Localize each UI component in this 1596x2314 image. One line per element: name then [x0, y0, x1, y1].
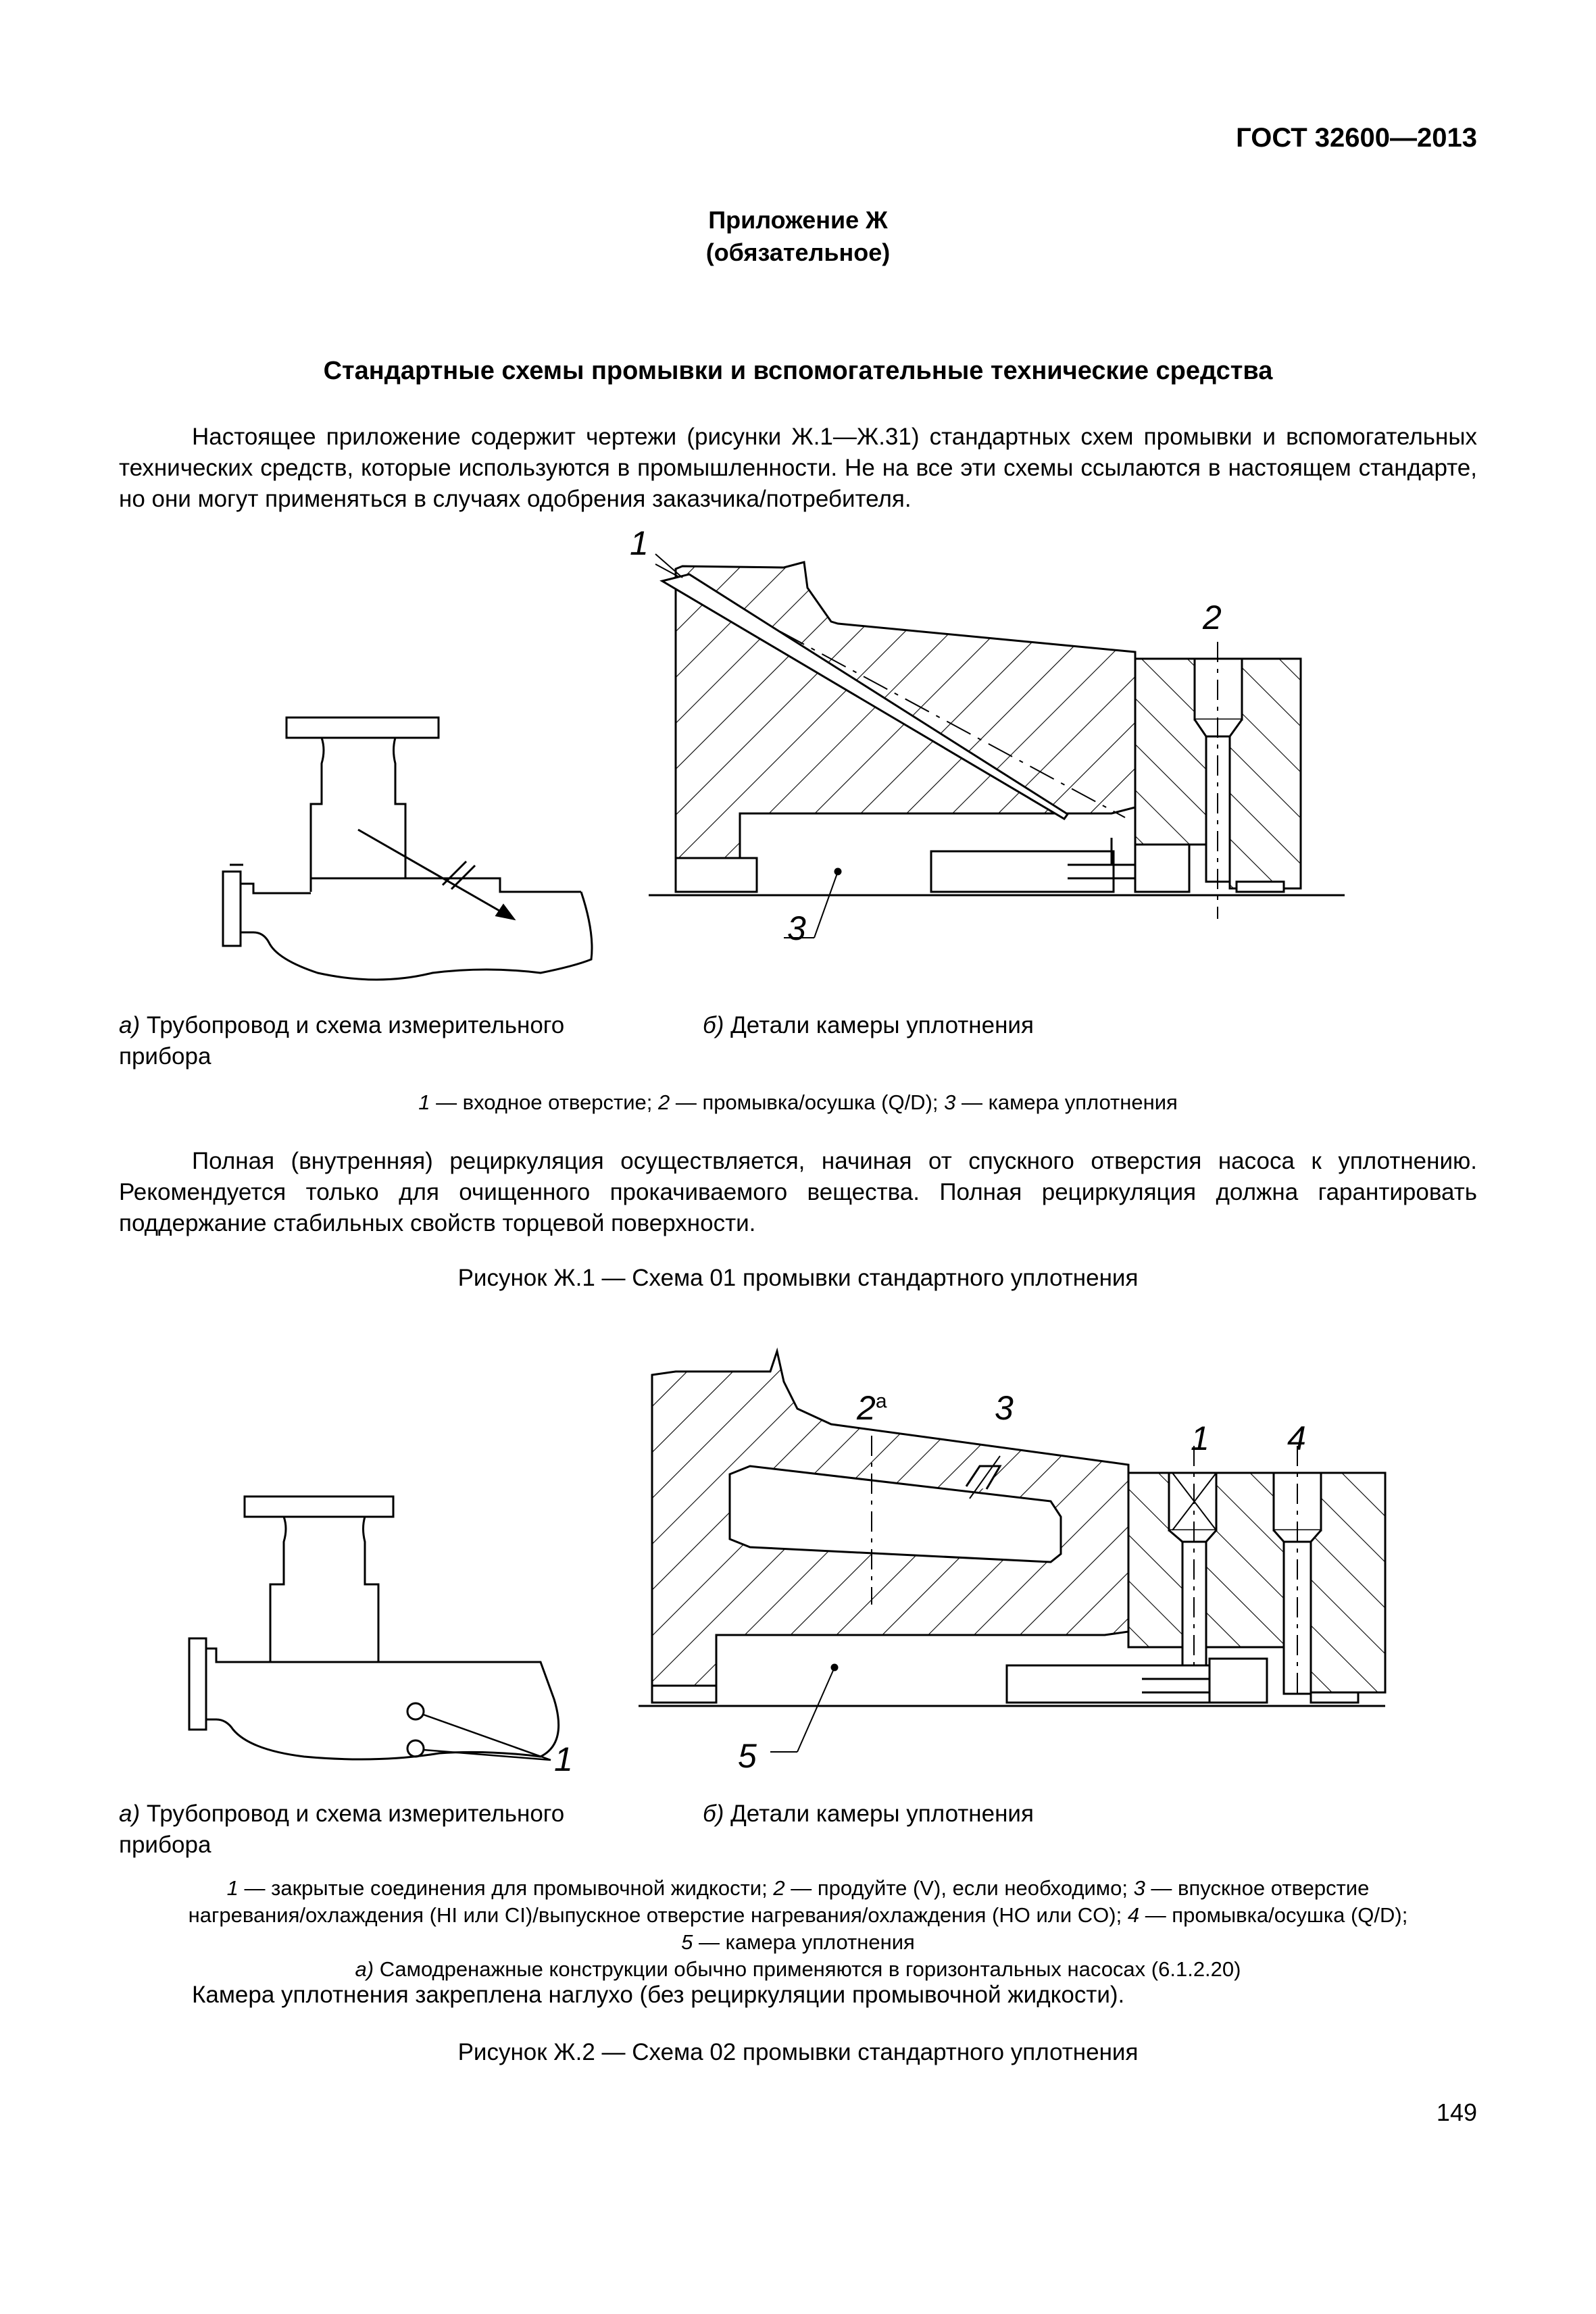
figure1-pipe-diagram	[222, 716, 593, 981]
fig2-description: Камера уплотнения закреплена наглухо (бе…	[192, 1982, 1125, 2008]
fig1-caption-a: а) Трубопровод и схема измерительного пр…	[119, 1012, 565, 1070]
fig1-legend: 1 — входное отверстие; 2 — промывка/осуш…	[418, 1090, 1178, 1114]
fig2-caption-b: б) Детали камеры уплотнения	[703, 1801, 1034, 1827]
fig2-legend-line2: нагревания/охлаждения (HI или CI)/выпуск…	[188, 1903, 1408, 1927]
fig2-label-2: 2а	[857, 1389, 887, 1427]
fig2-caption-a: а) Трубопровод и схема измерительного пр…	[119, 1801, 565, 1858]
fig2-footnote: а) Самодренажные конструкции обычно прим…	[355, 1957, 1241, 1981]
annex-status: (обязательное)	[705, 238, 891, 266]
figure2-drawing	[188, 1347, 1387, 1761]
fig1-label-3: 3	[787, 909, 806, 947]
fig1-title: Рисунок Ж.1 — Схема 01 промывки стандарт…	[457, 1265, 1139, 1291]
fig2-legend: 1 — закрытые соединения для промывочной …	[0, 1875, 1596, 1983]
fig2-label-4: 4	[1287, 1419, 1306, 1457]
fig1-label-1: 1	[630, 524, 649, 562]
fig1-caption-b: б) Детали камеры уплотнения	[703, 1012, 1034, 1038]
fig2-label-5: 5	[738, 1737, 757, 1775]
figure1-seal-chamber	[649, 553, 1345, 938]
document-id: ГОСТ 32600—2013	[1236, 123, 1477, 153]
fig2-label-1: 1	[1191, 1419, 1210, 1457]
fig2-title: Рисунок Ж.2 — Схема 02 промывки стандарт…	[457, 2039, 1139, 2065]
fig2-label-3: 3	[995, 1389, 1014, 1427]
figure2-seal-chamber	[639, 1347, 1387, 1753]
annex-title: Приложение Ж	[708, 206, 888, 234]
figure2-pipe-diagram	[188, 1495, 560, 1761]
section-title: Стандартные схемы промывки и вспомогател…	[323, 357, 1273, 385]
fig1-description: Полная (внутренняя) рециркуляция осущест…	[119, 1148, 1477, 1236]
fig1-label-2: 2	[1203, 599, 1222, 636]
figure1-drawing	[222, 553, 1345, 981]
page-number: 149	[1436, 2098, 1477, 2126]
fig2-legend-line1: 1 — закрытые соединения для промывочной …	[226, 1876, 1370, 1900]
fig2-label-1-pipe: 1	[554, 1740, 573, 1778]
fig2-legend-line3: 5 — камера уплотнения	[681, 1930, 915, 1954]
intro-paragraph: Настоящее приложение содержит чертежи (р…	[119, 424, 1477, 512]
annex-heading: Приложение Ж (обязательное)	[0, 204, 1596, 269]
